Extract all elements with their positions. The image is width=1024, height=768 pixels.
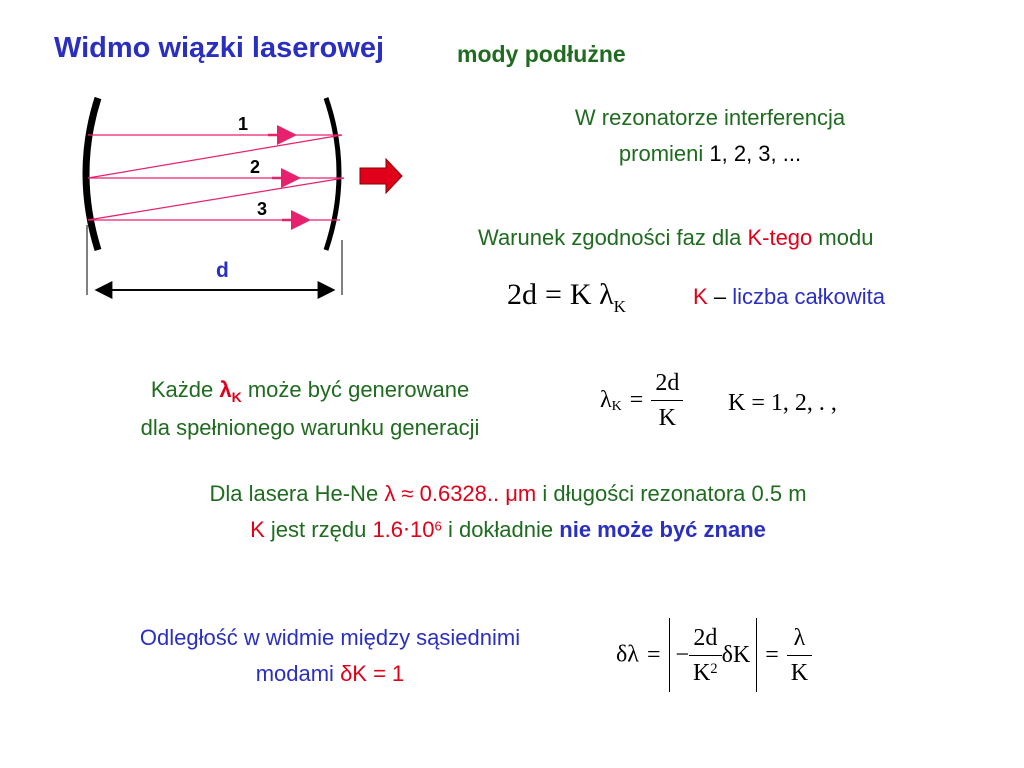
k-range: K = 1, 2, . , <box>728 390 837 416</box>
lk-num: 2d <box>651 367 684 401</box>
interference-promieni: promieni <box>618 141 704 166</box>
sp-minus: − <box>675 642 690 668</box>
hene-value-exp: 6 <box>434 518 442 534</box>
page-title: Widmo wiązki laserowej <box>54 32 385 64</box>
sp-num: 2d <box>689 622 722 656</box>
generation-lambda: λ <box>219 377 232 402</box>
lk-lambda: λ <box>600 387 612 413</box>
k-definition: K – liczba całkowita <box>693 284 885 310</box>
interference-line-2: promieni 1, 2, 3, ... <box>520 136 900 172</box>
hene-value: 1.6⋅106 <box>372 517 441 542</box>
ray-label-2: 2 <box>250 157 261 177</box>
generation-kazde: Każde <box>150 377 214 402</box>
left-mirror <box>82 96 102 252</box>
sp-den-k: K <box>693 659 711 686</box>
hene-rzedu: jest rzędu <box>270 517 367 542</box>
sp-eq: = <box>646 641 661 668</box>
hene-b: i długości rezonatora 0.5 m <box>542 481 807 506</box>
k-definition-desc: liczba całkowita <box>732 284 886 309</box>
hene-line-2: K jest rzędu 1.6⋅106 i dokładnie nie moż… <box>60 512 956 548</box>
hene-unit: μm <box>505 481 537 506</box>
hene-text: Dla lasera He-Ne λ ≈ 0.6328.. μm i długo… <box>60 476 956 548</box>
interference-ray-numbers: 1, 2, 3, ... <box>709 141 802 166</box>
interference-line-1: W rezonatorze interferencja <box>574 105 846 130</box>
spacing-text: Odległość w widmie między sąsiednimi mod… <box>70 620 590 692</box>
phase-condition-text: Warunek zgodności faz dla K-tego modu <box>478 220 873 256</box>
k-definition-symbol: K <box>693 284 708 309</box>
formula-eq: = <box>545 278 562 311</box>
laser-cavity-diagram <box>82 96 403 299</box>
hene-not-known: nie może być znane <box>559 517 766 542</box>
formula-lambda: λ <box>599 278 614 311</box>
sp-dlambda: δλ <box>616 641 639 668</box>
hene-lambda: λ ≈ 0.6328.. <box>384 481 500 506</box>
sp-num2: λ <box>786 622 813 656</box>
formula-2d: 2d <box>507 278 537 311</box>
ray-paths <box>87 134 345 221</box>
formula-lambda-sub: K <box>613 297 626 316</box>
spacing-modami: modami <box>255 661 334 686</box>
formula-K: K <box>569 278 592 311</box>
phase-condition-a: Warunek zgodności faz dla <box>478 225 742 250</box>
ray-label-1: 1 <box>238 114 249 134</box>
hene-dokladnie: i dokładnie <box>447 517 554 542</box>
sp-den2: K <box>790 659 809 686</box>
generation-lambda-k: λK <box>219 377 242 405</box>
sp-eq2: = <box>765 641 779 668</box>
hene-value-base: 1.6⋅10 <box>372 517 435 542</box>
sp-den-exp: 2 <box>710 660 718 677</box>
ray-1-return <box>87 134 343 179</box>
phase-condition-b: modu <box>818 225 874 250</box>
ray-label-3: 3 <box>257 199 268 219</box>
generation-moze: może być generowane <box>247 377 470 402</box>
lk-eq: = <box>629 387 644 413</box>
lk-sub: K <box>611 398 622 414</box>
output-beam-arrow <box>359 157 403 195</box>
generation-text: Każde λK może być generowane dla spełnio… <box>70 372 550 446</box>
hene-line-1: Dla lasera He-Ne λ ≈ 0.6328.. μm i długo… <box>60 476 956 512</box>
generation-lambda-sub: K <box>231 389 242 405</box>
page-subtitle: mody podłużne <box>457 41 626 67</box>
interference-text: W rezonatorze interferencja promieni 1, … <box>520 100 900 172</box>
phase-condition-formula: 2d=K λK <box>507 278 626 316</box>
lk-den: K <box>658 405 676 431</box>
hene-k: K <box>250 517 265 542</box>
spacing-dk: δK = 1 <box>340 661 405 686</box>
generation-line-2: dla spełnionego warunku generacji <box>140 415 480 440</box>
spacing-line-2: modami δK = 1 <box>70 656 590 692</box>
right-mirror <box>323 97 342 251</box>
cavity-length-label: d <box>216 259 229 282</box>
ray-2-return <box>87 177 345 221</box>
k-definition-dash: – <box>713 284 727 309</box>
spacing-line-1: Odległość w widmie między sąsiednimi <box>139 625 521 650</box>
hene-a: Dla lasera He-Ne <box>209 481 379 506</box>
phase-condition-k: K-tego <box>747 225 813 250</box>
sp-dk: δK <box>721 642 751 668</box>
generation-line-1: Każde λK może być generowane <box>70 372 550 410</box>
sp-den: K2 <box>689 656 722 689</box>
